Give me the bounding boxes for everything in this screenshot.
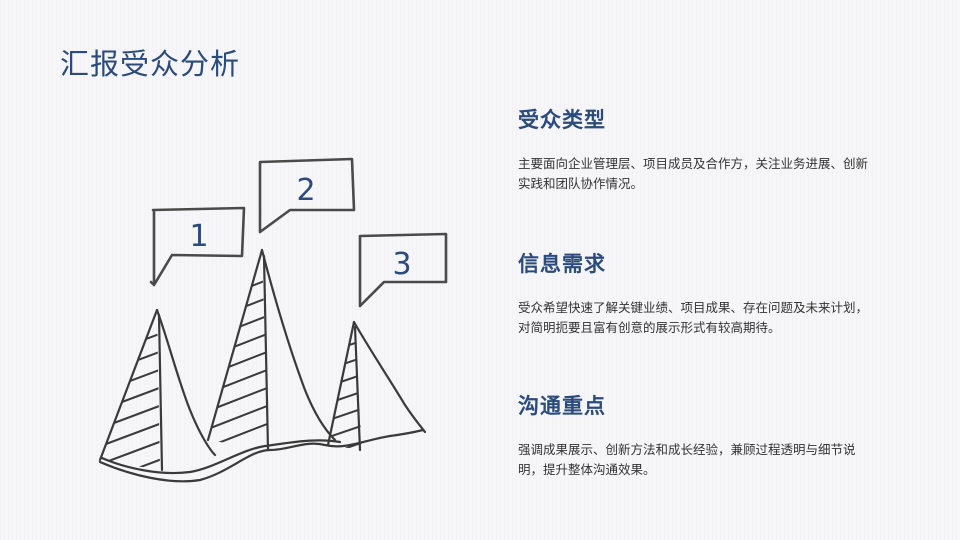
section-information-needs: 信息需求 受众希望快速了解关键业绩、项目成果、存在问题及未来计划，对简明扼要且富… <box>518 248 878 338</box>
section-audience-type: 受众类型 主要面向企业管理层、项目成员及合作方，关注业务进展、创新实践和团队协作… <box>518 104 878 194</box>
peaks-sketch-illustration: 1 2 3 <box>98 157 448 483</box>
section-body: 主要面向企业管理层、项目成员及合作方，关注业务进展、创新实践和团队协作情况。 <box>518 156 869 191</box>
callout-number-3: 3 <box>392 247 411 282</box>
section-body: 受众希望快速了解关键业绩、项目成果、存在问题及未来计划，对简明扼要且富有创意的展… <box>518 300 869 335</box>
section-heading: 沟通重点 <box>518 394 606 418</box>
section-heading: 受众类型 <box>518 108 606 132</box>
callout-bubble-2 <box>258 157 356 234</box>
callout-bubble-3 <box>358 232 448 308</box>
callout-number-1: 1 <box>189 219 208 254</box>
callout-number-2: 2 <box>296 173 315 208</box>
section-body: 强调成果展示、创新方法和成长经验，兼顾过程透明与细节说明，提升整体沟通效果。 <box>518 442 856 477</box>
callout-bubble-1 <box>149 206 246 287</box>
page-title: 汇报受众分析 <box>60 47 241 82</box>
section-heading: 信息需求 <box>518 252 606 276</box>
section-communication-focus: 沟通重点 强调成果展示、创新方法和成长经验，兼顾过程透明与细节说明，提升整体沟通… <box>518 390 878 480</box>
